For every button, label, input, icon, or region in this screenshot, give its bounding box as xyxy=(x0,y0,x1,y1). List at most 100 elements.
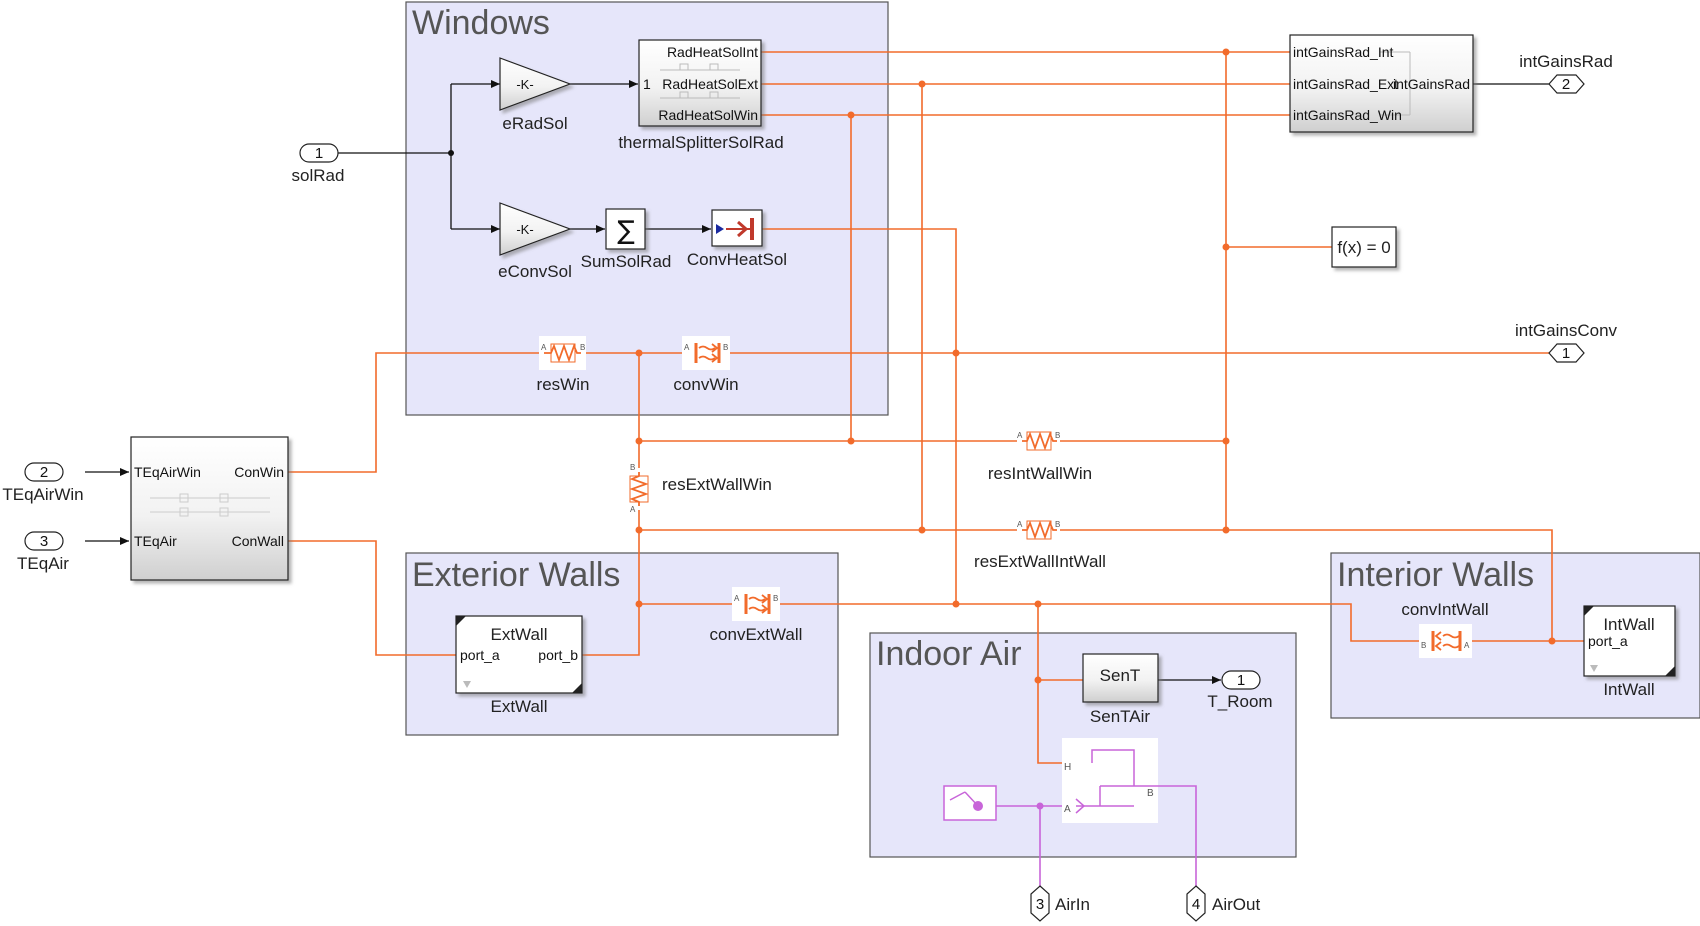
inport-teqair[interactable]: 3 TEqAir xyxy=(17,531,69,573)
gains-port-win: intGainsRad_Win xyxy=(1293,107,1402,123)
port-h-tag: H xyxy=(1064,762,1071,773)
outport-airout-label: AirOut xyxy=(1212,895,1260,914)
port-a-tag: A xyxy=(684,343,690,352)
convection-convintwall[interactable]: B A convIntWall xyxy=(1401,600,1489,658)
outport-intgainsrad-num: 2 xyxy=(1562,76,1570,93)
outport-intgainsconv[interactable]: 1 intGainsConv xyxy=(1515,321,1618,363)
conv-heat-sol-block[interactable]: ConvHeatSol xyxy=(687,209,787,269)
inport-teqairwin[interactable]: 2 TEqAirWin xyxy=(2,462,84,504)
gains-content-icon xyxy=(1380,51,1411,116)
gain-econvsol-label: eConvSol xyxy=(498,262,572,281)
outport-airout-num: 4 xyxy=(1192,896,1200,913)
outport-t-room-num: 1 xyxy=(1237,672,1245,689)
teq-port-out2: ConWall xyxy=(232,533,284,549)
extwall-block[interactable]: ExtWall port_a port_b ExtWall xyxy=(455,615,583,716)
resextwallintwall-label: resExtWallIntWall xyxy=(974,552,1106,571)
sent-label: SenTAir xyxy=(1090,707,1150,726)
outport-t-room[interactable]: 1 T_Room xyxy=(1207,670,1273,711)
gain-eradsol-value: -K- xyxy=(516,77,533,92)
resistor-resextwallintwall[interactable]: A B resExtWallIntWall xyxy=(974,517,1106,571)
splitter-content-icon xyxy=(660,63,740,99)
solver-config-block[interactable]: f(x) = 0 xyxy=(1331,226,1397,268)
down-arrow-icon xyxy=(463,681,471,688)
inport-solrad[interactable]: 1 solRad xyxy=(292,143,345,185)
conv-heat-sol-label: ConvHeatSol xyxy=(687,250,787,269)
thermal-splitter-label: thermalSplitterSolRad xyxy=(618,133,783,152)
intwall-title: IntWall xyxy=(1603,615,1654,634)
thermal-junctions xyxy=(635,48,1556,684)
sent-block[interactable]: SenT SenTAir xyxy=(1082,653,1159,726)
port-a-tag: A xyxy=(1064,804,1071,815)
port-b-tag: B xyxy=(1055,431,1060,440)
port-a-tag: A xyxy=(541,343,547,352)
heat-flow-source-icon xyxy=(726,218,754,240)
resistor-resintwallwin[interactable]: A B resIntWallWin xyxy=(988,428,1092,483)
resistor-icon xyxy=(629,472,649,506)
intwall-block[interactable]: IntWall port_a IntWall xyxy=(1583,605,1676,699)
convection-convextwall[interactable]: A B convExtWall xyxy=(710,587,803,644)
convection-icon xyxy=(694,343,721,363)
gain-eradsol[interactable]: -K- eRadSol xyxy=(499,57,572,133)
moist-air-source-block[interactable] xyxy=(943,785,997,821)
inport-solrad-label: solRad xyxy=(292,166,345,185)
port-a-tag: A xyxy=(1464,641,1470,650)
gain-econvsol-value: -K- xyxy=(516,222,533,237)
sent-title: SenT xyxy=(1100,666,1141,685)
resistor-icon xyxy=(1022,520,1057,540)
thermal-wires xyxy=(288,51,1584,764)
convection-icon xyxy=(744,594,771,614)
port-b-tag: B xyxy=(723,343,728,352)
sum-block[interactable]: ∑ SumSolRad xyxy=(581,208,672,271)
moist-air-wires xyxy=(996,785,1197,886)
signal-wires xyxy=(85,80,1549,684)
teq-port-in2: TEqAir xyxy=(134,533,177,549)
signal-input-icon xyxy=(716,224,724,234)
area-indoor-air-title: Indoor Air xyxy=(876,635,1022,673)
int-gains-splitter[interactable]: intGainsRad_Int intGainsRad_Ext intGains… xyxy=(1289,34,1474,133)
teq-content-icon xyxy=(150,493,270,517)
port-a-tag: A xyxy=(1017,431,1023,440)
port-b-tag: B xyxy=(580,343,585,352)
area-exterior-walls: Exterior Walls xyxy=(405,552,839,736)
area-exterior-walls-title: Exterior Walls xyxy=(412,556,620,594)
splitter-in-port: 1 xyxy=(643,76,651,92)
resintwallwin-label: resIntWallWin xyxy=(988,464,1092,483)
outport-airin[interactable]: 3 AirIn xyxy=(1030,885,1090,922)
down-arrow-icon xyxy=(1590,665,1598,672)
sum-icon: ∑ xyxy=(617,216,635,246)
convextwall-label: convExtWall xyxy=(710,625,803,644)
outport-t-room-label: T_Room xyxy=(1207,692,1272,711)
teq-port-in1: TEqAirWin xyxy=(134,464,201,480)
sum-block-label: SumSolRad xyxy=(581,252,672,271)
resistor-reswin[interactable]: A B resWin xyxy=(537,336,590,394)
resistor-icon xyxy=(1022,431,1057,451)
outport-airin-label: AirIn xyxy=(1055,895,1090,914)
resistor-resextwallwin[interactable]: B A resExtWallWin xyxy=(626,463,772,514)
port-b-tag: B xyxy=(773,594,778,603)
convection-convwin[interactable]: A B convWin xyxy=(673,336,739,394)
extwall-label: ExtWall xyxy=(491,697,548,716)
extwall-port-a: port_a xyxy=(460,647,500,663)
convintwall-label: convIntWall xyxy=(1401,600,1488,619)
port-a-tag: A xyxy=(630,505,636,514)
outport-intgainsconv-num: 1 xyxy=(1562,345,1570,362)
extwall-title: ExtWall xyxy=(491,625,548,644)
solver-config-label: f(x) = 0 xyxy=(1337,238,1390,257)
inport-teqairwin-num: 2 xyxy=(40,464,48,481)
port-a-tag: A xyxy=(734,594,740,603)
teq-subsystem[interactable]: TEqAirWin TEqAir ConWin ConWall xyxy=(130,436,289,581)
outport-intgainsrad[interactable]: 2 intGainsRad xyxy=(1519,52,1613,94)
gains-port-int: intGainsRad_Int xyxy=(1293,44,1394,60)
port-b-tag: B xyxy=(630,463,635,472)
area-interior-walls-title: Interior Walls xyxy=(1337,556,1534,594)
thermal-splitter-solrad[interactable]: 1 RadHeatSolInt RadHeatSolExt RadHeatSol… xyxy=(618,39,784,152)
gain-econvsol[interactable]: -K- eConvSol xyxy=(498,202,572,281)
extwall-port-b: port_b xyxy=(538,647,578,663)
splitter-port-int: RadHeatSolInt xyxy=(667,44,758,60)
moist-volume-icon xyxy=(1075,749,1158,814)
intwall-port-a: port_a xyxy=(1588,633,1628,649)
moist-air-volume-block[interactable]: H A B xyxy=(1062,738,1158,823)
outport-airout[interactable]: 4 AirOut xyxy=(1186,885,1260,922)
gains-port-out: intGainsRad xyxy=(1393,76,1470,92)
splitter-port-ext: RadHeatSolExt xyxy=(662,76,758,92)
